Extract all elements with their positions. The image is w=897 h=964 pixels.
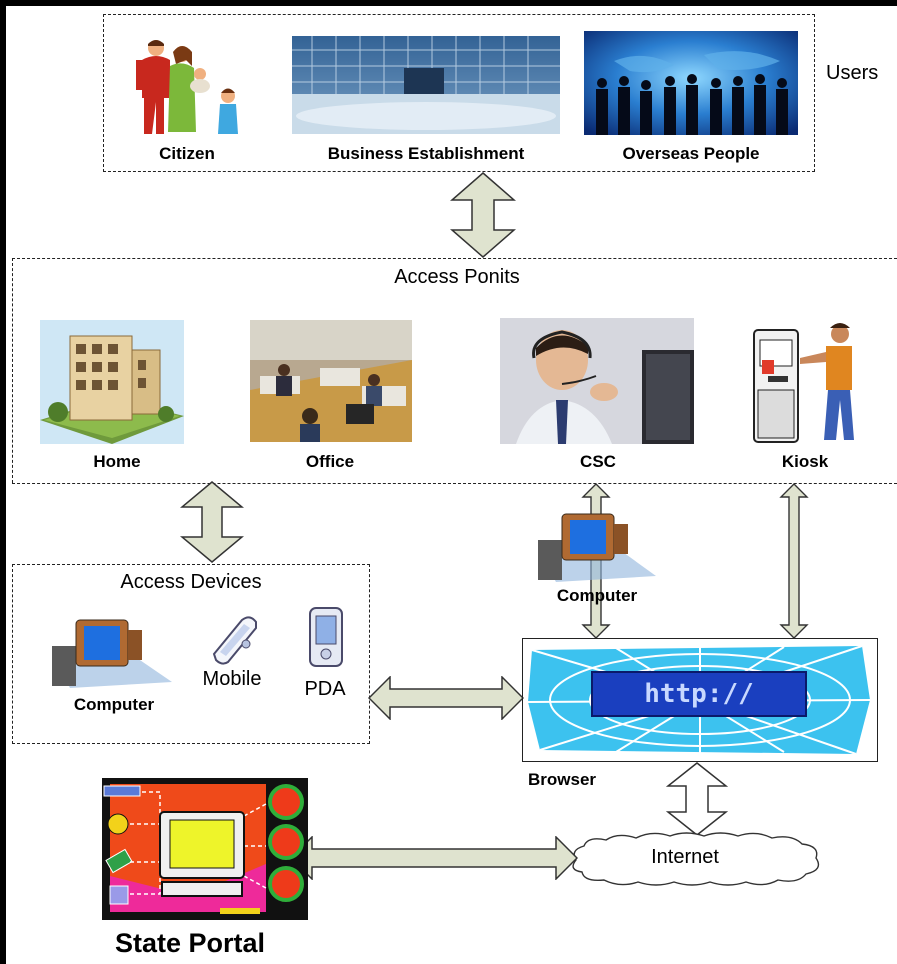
- kiosk-browser-arrow: [779, 483, 809, 639]
- kiosk-image: [748, 320, 866, 444]
- home-building-image: [40, 320, 184, 444]
- mobile-label: Mobile: [202, 668, 262, 690]
- access-devices-section-label: Access Devices: [120, 571, 262, 593]
- users-box: [103, 14, 815, 172]
- users-access-points-arrow: [450, 172, 516, 258]
- access-points-devices-arrow: [180, 481, 244, 563]
- csc-label: CSC: [580, 452, 616, 471]
- mobile-phone-icon: [206, 614, 262, 666]
- internet-cloud: [572, 832, 820, 886]
- devices-browser-arrow: [368, 676, 524, 720]
- browser-internet-arrow: [666, 762, 728, 836]
- home-label: Home: [93, 452, 141, 471]
- access-devices-box: [12, 564, 370, 744]
- browser-banner-text: http://: [644, 679, 754, 709]
- computer-label: Computer: [73, 695, 155, 714]
- computer-icon: [50, 616, 174, 688]
- overseas-people-label: Overseas People: [622, 144, 760, 163]
- portal-internet-arrow: [290, 836, 578, 880]
- users-section-label: Users: [826, 62, 879, 84]
- browser-label: Browser: [528, 770, 597, 789]
- business-building-image: [292, 36, 560, 134]
- business-establishment-label: Business Establishment: [327, 144, 525, 163]
- kiosk-label: Kiosk: [781, 452, 829, 471]
- browser-frame: [522, 638, 878, 762]
- office-image: [250, 320, 412, 442]
- csc-computer-icon: [536, 510, 658, 582]
- csc-computer-label: Computer: [556, 586, 638, 605]
- frame-left-border: [0, 0, 6, 964]
- access-points-bottom-divider: [12, 483, 897, 484]
- access-points-left-edge: [12, 258, 13, 483]
- office-label: Office: [305, 452, 355, 471]
- internet-label: Internet: [651, 846, 719, 868]
- access-points-section-label: Access Ponits: [394, 266, 520, 288]
- state-portal-image: [100, 776, 310, 922]
- pda-icon: [306, 606, 346, 668]
- pda-label: PDA: [304, 678, 346, 700]
- browser-web-image: http://: [526, 642, 874, 758]
- access-points-top-divider: [12, 258, 897, 259]
- state-portal-label: State Portal: [115, 928, 266, 958]
- frame-top-border: [0, 0, 897, 6]
- overseas-people-image: [584, 31, 798, 135]
- csc-operator-image: [500, 318, 694, 444]
- citizen-family-image: [130, 36, 240, 136]
- citizen-label: Citizen: [159, 144, 215, 163]
